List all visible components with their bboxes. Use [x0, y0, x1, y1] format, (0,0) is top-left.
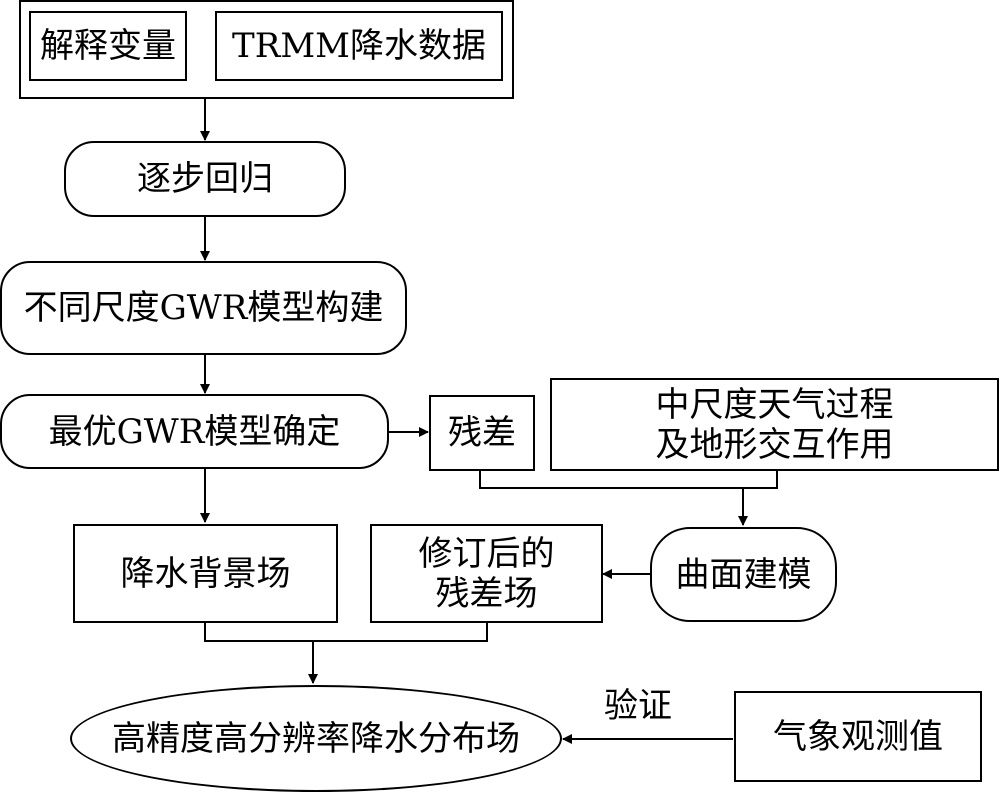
mesoscale-process-line1: 中尺度天气过程	[655, 384, 894, 425]
optimal-gwr-box: 最优GWR模型确定	[0, 394, 389, 469]
stepwise-regression-label: 逐步回归	[137, 159, 273, 199]
connector-background-revised	[204, 622, 488, 642]
explanatory-variables-label: 解释变量	[40, 26, 176, 66]
revised-residual-line1: 修订后的	[418, 533, 555, 574]
final-precipitation-field-ellipse: 高精度高分辨率降水分布场	[70, 685, 562, 792]
mesoscale-process-line2: 及地形交互作用	[655, 424, 894, 465]
trmm-data-box: TRMM降水数据	[215, 11, 503, 81]
meteorological-observations-box: 气象观测值	[734, 691, 982, 782]
multiscale-gwr-box: 不同尺度GWR模型构建	[0, 261, 407, 355]
validation-label: 验证	[604, 686, 672, 726]
residual-box: 残差	[429, 395, 535, 471]
explanatory-variables-box: 解释变量	[29, 11, 187, 81]
stepwise-regression-box: 逐步回归	[64, 141, 346, 217]
surface-modeling-label: 曲面建模	[675, 554, 812, 595]
optimal-gwr-label: 最优GWR模型确定	[48, 411, 341, 452]
revised-residual-line2: 残差场	[435, 573, 538, 614]
final-precipitation-field-label: 高精度高分辨率降水分布场	[112, 718, 520, 759]
meteorological-observations-label: 气象观测值	[773, 716, 943, 757]
connector-residual-mesoscale	[479, 470, 778, 489]
multiscale-gwr-label: 不同尺度GWR模型构建	[23, 288, 384, 328]
revised-residual-box: 修订后的 残差场	[370, 524, 603, 623]
trmm-data-label: TRMM降水数据	[232, 26, 486, 66]
surface-modeling-box: 曲面建模	[650, 527, 837, 622]
residual-label: 残差	[448, 413, 516, 453]
input-group-frame	[19, 0, 514, 99]
background-field-label: 降水背景场	[120, 553, 291, 594]
mesoscale-process-box: 中尺度天气过程 及地形交互作用	[550, 378, 999, 471]
background-field-box: 降水背景场	[73, 524, 338, 623]
